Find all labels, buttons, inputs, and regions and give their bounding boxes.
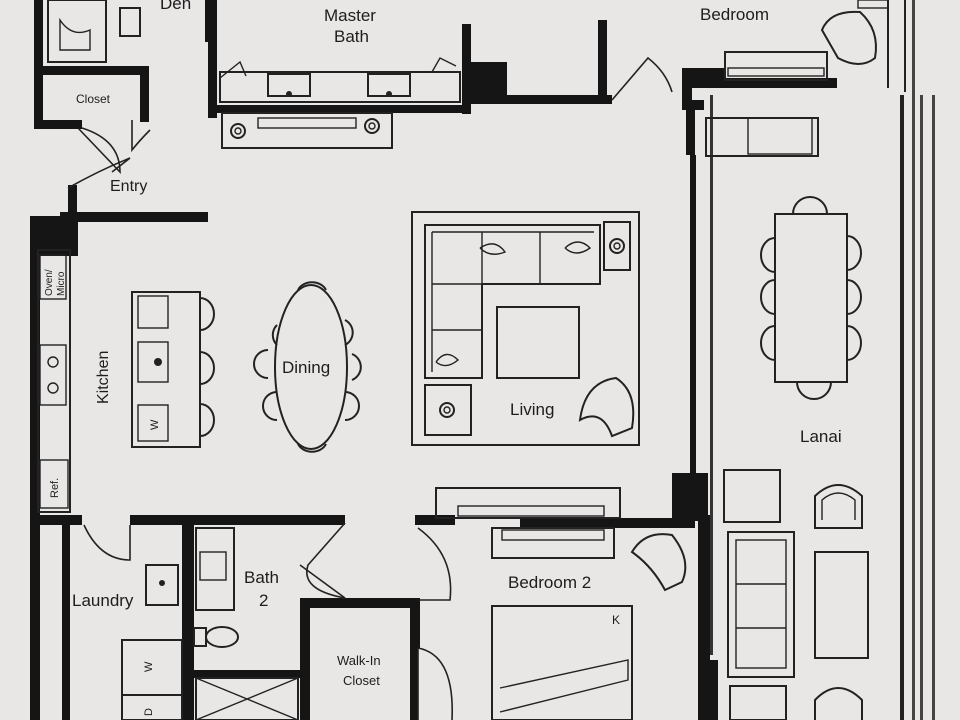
label-walkin-1: Walk-In xyxy=(337,653,381,668)
label-bedroom2: Bedroom 2 xyxy=(508,573,591,592)
label-kitchen: Kitchen xyxy=(95,351,112,404)
doors xyxy=(67,56,673,720)
label-dishwasher: W xyxy=(149,419,161,430)
label-king-bed: K xyxy=(612,613,620,627)
label-lanai: Lanai xyxy=(800,427,842,446)
appliance-labels: Oven/ Micro Ref. W W D K xyxy=(44,269,620,716)
label-dining: Dining xyxy=(282,358,330,377)
label-den: Den xyxy=(160,0,191,13)
label-washer: W xyxy=(143,661,155,672)
label-walkin-2: Closet xyxy=(343,673,380,688)
label-closet: Closet xyxy=(76,92,111,106)
label-bath2-1: Bath xyxy=(244,568,279,587)
label-living: Living xyxy=(510,400,554,419)
label-bath2-2: 2 xyxy=(259,591,268,610)
label-master-bath-1: Master xyxy=(324,6,376,25)
label-oven-1: Oven/ xyxy=(44,269,55,296)
label-oven-2: Micro xyxy=(56,271,67,296)
room-labels: Den Master Bath Bedroom Closet Entry Kit… xyxy=(72,0,842,688)
fixtures xyxy=(37,0,889,720)
label-entry: Entry xyxy=(110,178,147,195)
label-bedroom: Bedroom xyxy=(700,5,769,24)
label-master-bath-2: Bath xyxy=(334,27,369,46)
label-dryer: D xyxy=(143,708,155,716)
label-refrigerator: Ref. xyxy=(49,478,61,498)
label-laundry: Laundry xyxy=(72,591,134,610)
walls xyxy=(30,0,935,720)
